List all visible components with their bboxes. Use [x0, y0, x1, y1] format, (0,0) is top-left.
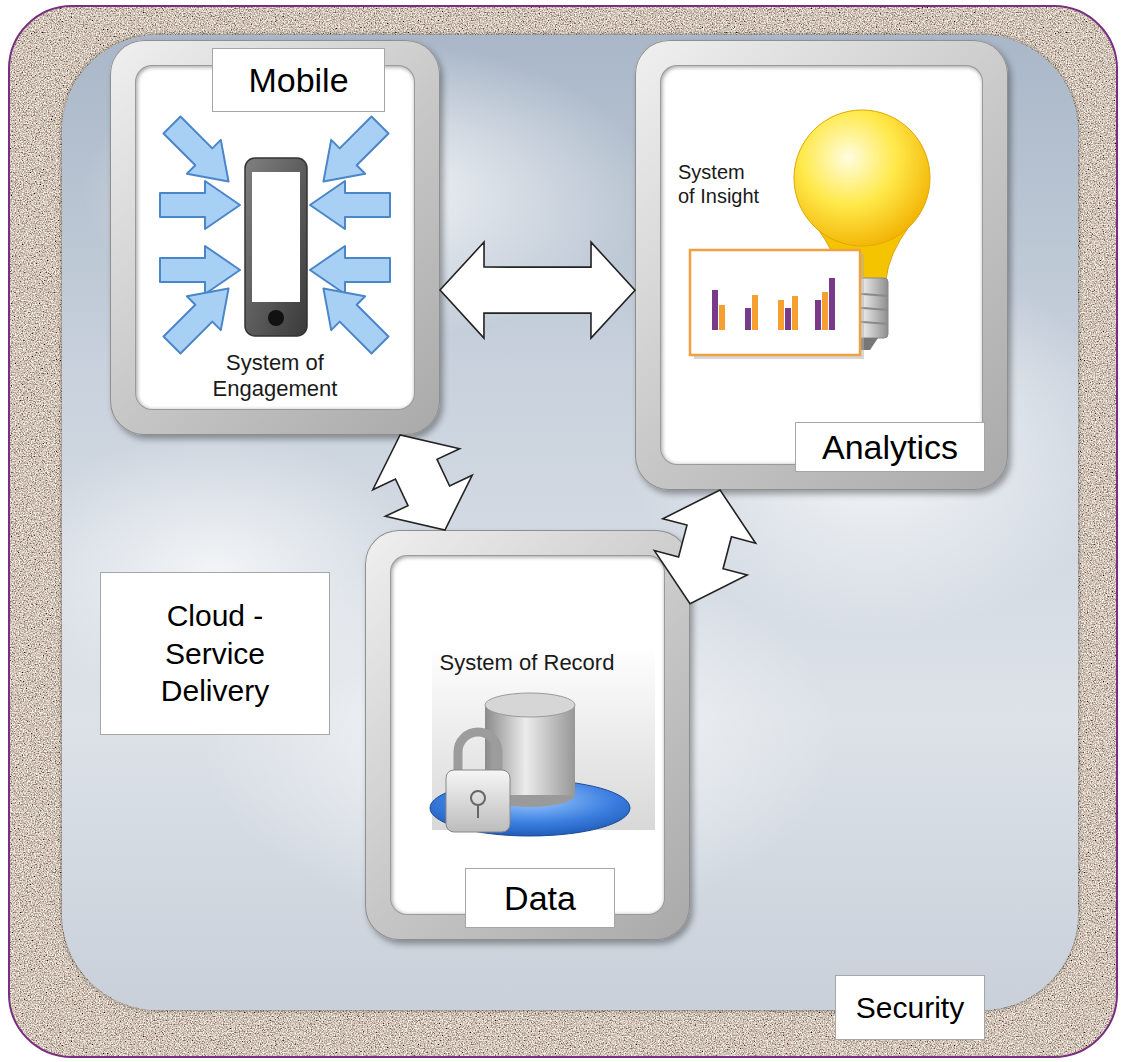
double-arrow [440, 242, 635, 338]
system-caption: System of Record [407, 650, 647, 676]
box-label: Data [465, 868, 615, 928]
double-arrow [373, 435, 472, 530]
phone-icon [245, 158, 307, 336]
system-box: System of RecordData [365, 530, 690, 940]
engagement-arrows [155, 108, 397, 362]
box-label: Mobile [212, 48, 385, 112]
region-label: Security [835, 975, 985, 1040]
granite-fill [10, 7, 1116, 1056]
region-label: Cloud - Service Delivery [100, 572, 330, 735]
security-region: MobileSystem of Engagement System of Insi… [8, 5, 1118, 1058]
double-arrow [654, 490, 755, 604]
system-caption: System of Insight [678, 160, 763, 208]
bezel-face [391, 556, 664, 914]
cloud-region: MobileSystem of Engagement System of Insi… [62, 35, 1078, 1010]
lightbulb-icon [794, 110, 930, 350]
bezel-face [661, 66, 982, 464]
lock-icon [446, 732, 510, 832]
box-label: Analytics [795, 422, 985, 472]
system-caption: System of Engagement [185, 350, 365, 403]
system-box: MobileSystem of Engagement [110, 40, 440, 435]
system-box: System of InsightAnalytics [635, 40, 1008, 490]
bar-chart-icon [690, 250, 864, 359]
database-icon [430, 645, 655, 836]
